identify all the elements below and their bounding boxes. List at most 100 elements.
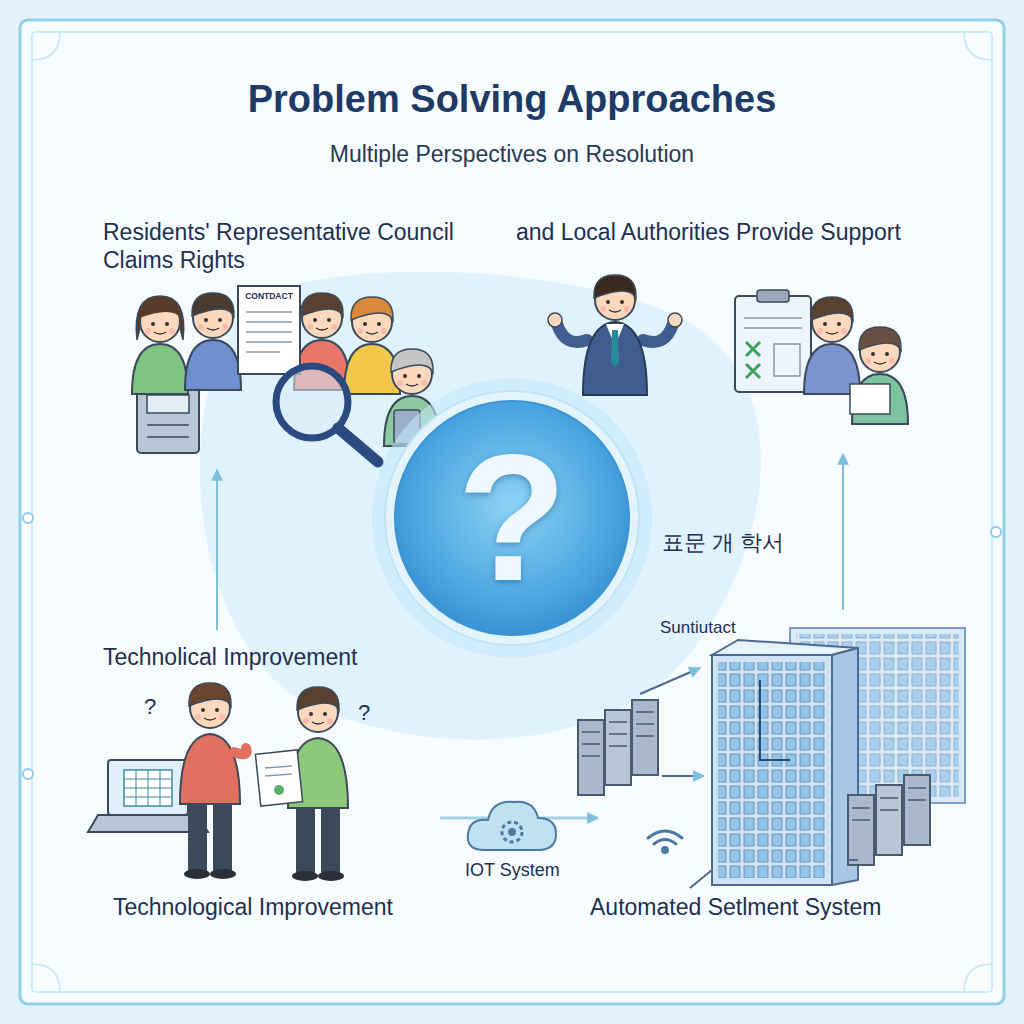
circle-glow [372,378,652,658]
automation-group [582,712,654,756]
authorities-group [757,290,789,302]
technology-group [180,683,247,879]
authorities-group [850,384,890,414]
automation-group [904,775,930,845]
residents-group [192,293,234,316]
residents-group [147,395,189,413]
automation-group [712,640,858,655]
page-frame [964,964,992,992]
automation-group [848,795,874,865]
automation-group [654,840,676,845]
diagram-title: Problem Solving Approaches [112,76,912,122]
automation-group [690,860,858,888]
page-frame [32,32,60,60]
technology-group [321,804,340,874]
residents-group [147,424,189,426]
authorities-group [859,327,901,350]
residents-group [246,351,280,353]
authorities-group [746,364,760,378]
technology-group [124,770,172,806]
page-frame [23,513,33,523]
authorities-group [611,330,619,368]
automation-group [852,788,926,820]
residents-group [351,297,393,320]
automation-group [648,831,682,853]
residents-group [139,297,181,318]
page-frame [32,32,992,992]
residents-group [132,344,188,394]
flow-arrow [842,454,844,610]
authorities-group [744,327,802,329]
residents-group [391,349,433,372]
technology-group [265,766,292,776]
residents-group [246,331,292,333]
document-label: CONTDACT [241,291,297,301]
technology-group [292,871,318,881]
automation-group [718,662,826,878]
residents-group [246,341,292,343]
authorities-group [668,313,682,327]
technology-group [296,804,315,874]
technology-group [180,734,240,804]
authorities-group [594,275,636,298]
automation-group [468,802,556,850]
section-heading: Technological Improvement [113,893,473,921]
residents-group [338,428,378,462]
section-heading: Residents' Representative Council Claims… [103,218,505,274]
automation-group [712,655,832,885]
section-heading: Automated Setlment System [590,893,970,921]
authorities-group [774,344,800,376]
node-text: ? [457,428,567,608]
automation-group [468,628,965,888]
question-mark: ? [140,694,160,721]
residents-group [132,296,188,394]
technology-group [255,750,302,806]
technology-group [210,869,236,879]
automation-group [648,831,682,838]
part-label: Suntiutact [660,618,780,639]
page-frame [20,20,1004,1004]
technology-group [234,748,247,754]
residents-group [238,286,300,374]
technology-group [213,800,232,872]
automation-group [640,668,700,694]
page-frame [23,769,33,779]
page-frame [964,32,992,60]
technology-group [318,871,344,881]
page-frame [991,527,1001,537]
authorities-group [557,324,587,342]
authorities-group [735,296,811,392]
authorities-group [811,297,853,320]
technology-group [188,800,207,872]
authorities-group [548,313,562,327]
flow-arrow [216,470,218,630]
technology-group [189,683,231,706]
residents-group [147,436,189,438]
automation-group [502,822,522,842]
technology-group [88,683,348,881]
authorities-group [746,342,760,356]
authorities-group [548,275,908,424]
automation-group [662,775,704,777]
section-heading: Technolical Improvement [103,643,443,671]
automation-group [876,785,902,855]
residents-group [344,297,400,394]
residents-group [137,385,199,453]
technology-group [297,687,339,710]
residents-group [246,321,292,323]
automation-group [760,680,790,760]
technology-group [184,869,210,879]
subtitle-text: Multiple Perspectives on Resolution [212,140,812,168]
technology-group [108,760,188,815]
residents-group [185,340,241,390]
authorities-group [583,322,647,395]
circle-body [395,401,629,635]
residents-group [246,311,292,313]
automation-group [663,848,668,853]
authorities-group [548,275,682,395]
page-frame [32,964,60,992]
part-label: IOT System [465,860,595,882]
